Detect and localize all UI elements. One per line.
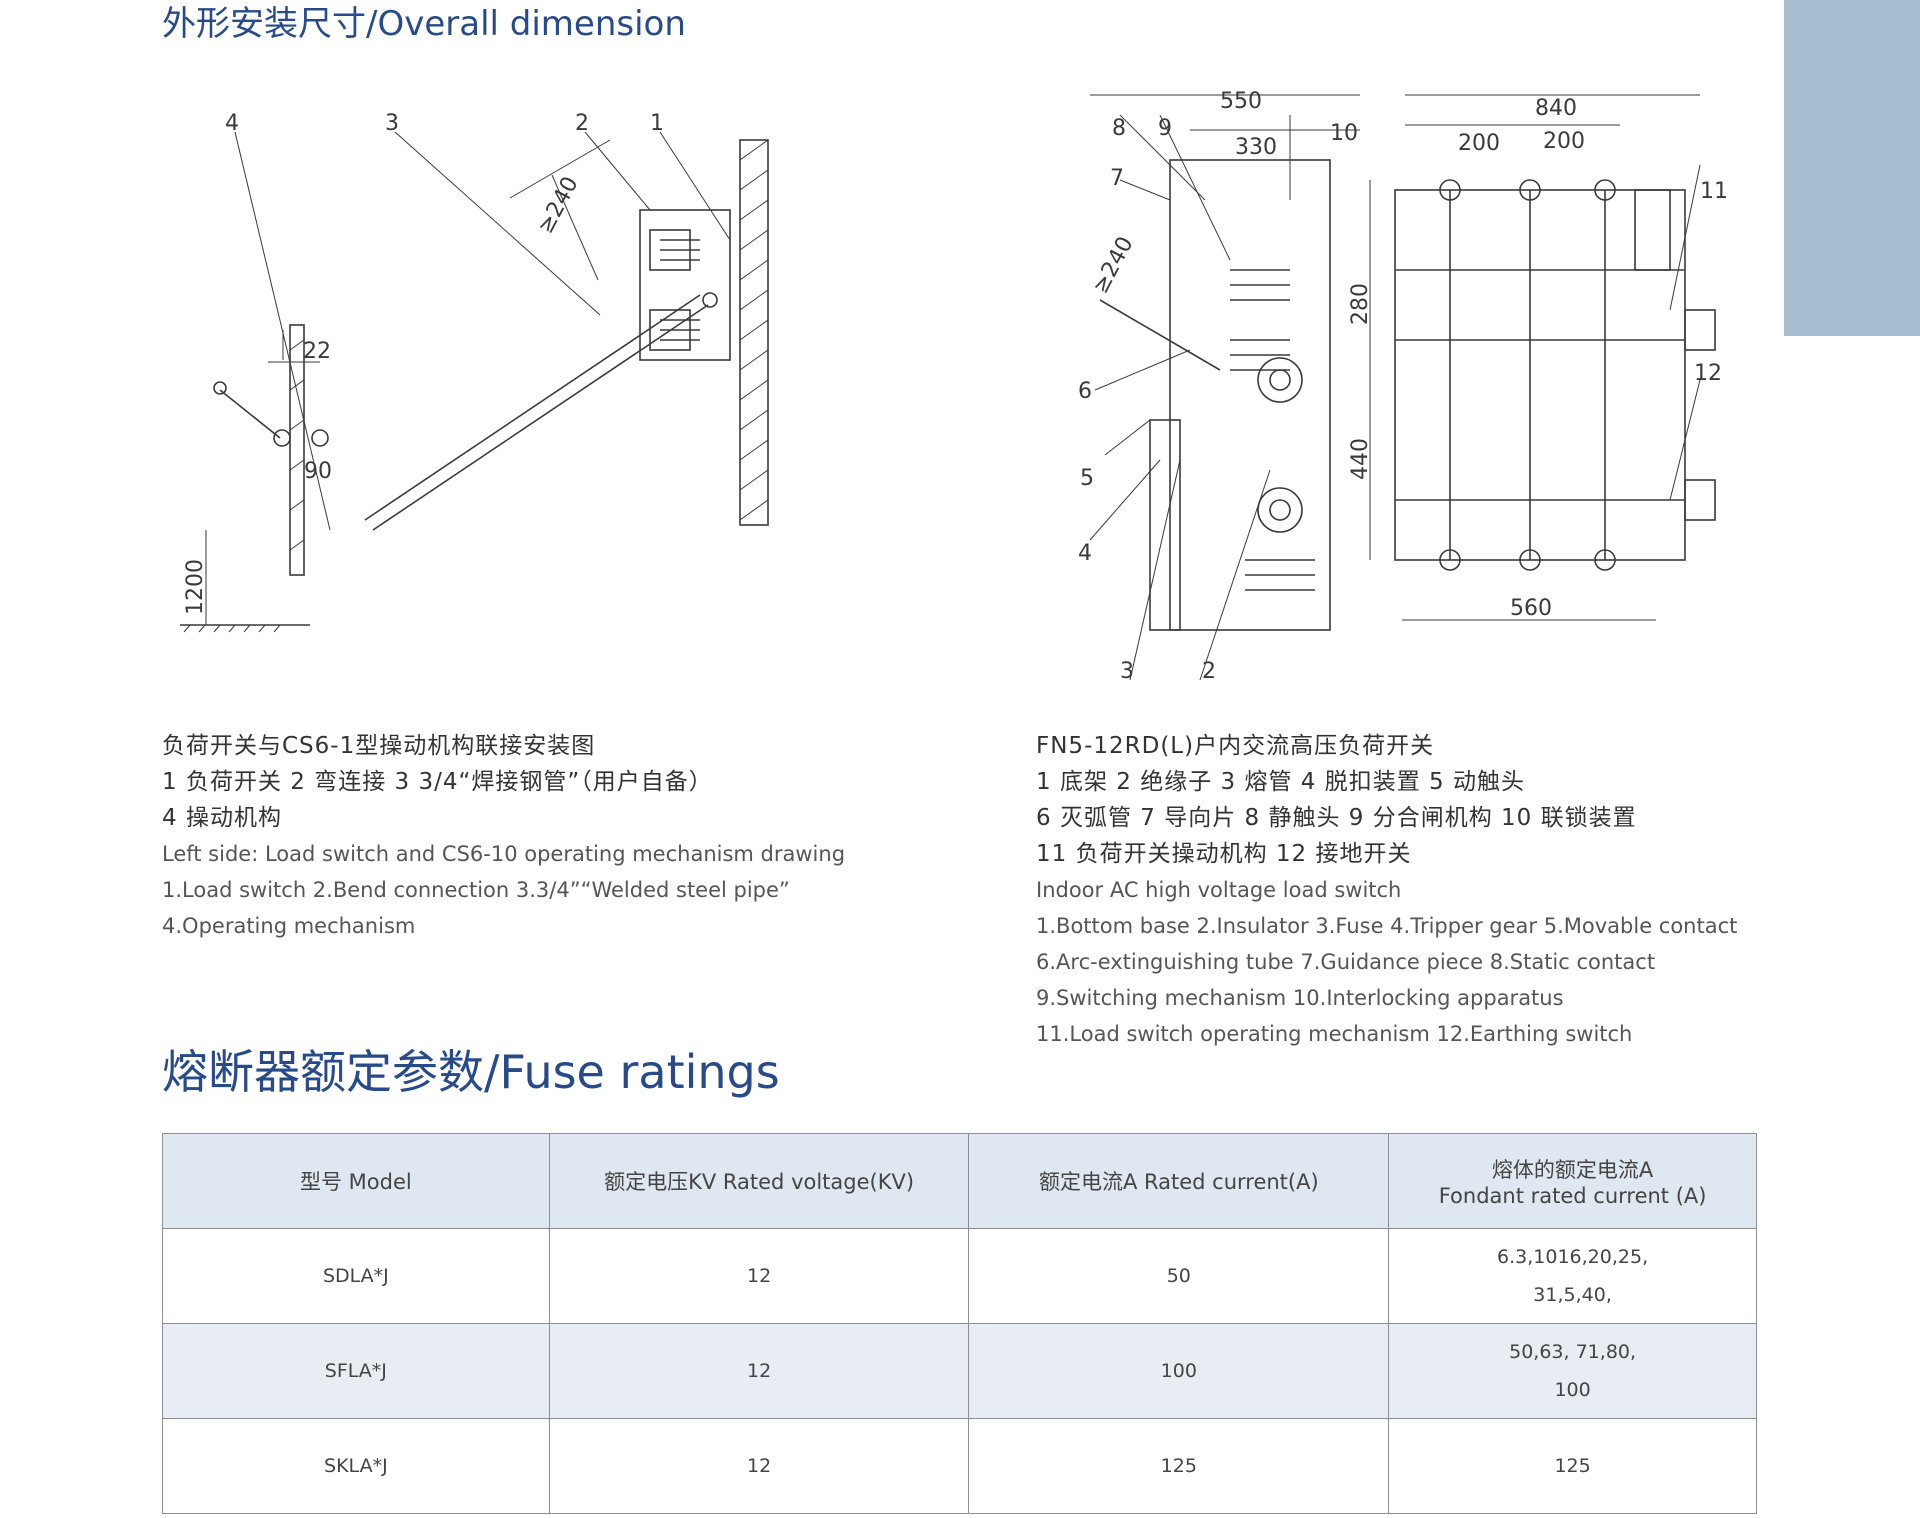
header-model: 型号 Model [162,1133,550,1229]
fondant-line: 100 [1554,1379,1591,1401]
right-diagram-caption: FN5-12RD(L)户内交流高压负荷开关 1 底架 2 绝缘子 3 熔管 4 … [1036,728,1737,1052]
corner-accent-tab [1784,0,1920,336]
load-switch-installation-diagram: 4 3 2 1 ≥240 22 90 1200 [180,100,800,660]
fuse-ratings-table: 型号 Model 额定电压KV Rated voltage(KV) 额定电流A … [162,1133,1757,1514]
caption-line: 1 底架 2 绝缘子 3 熔管 4 脱扣装置 5 动触头 [1036,769,1525,795]
caption-line: 11.Load switch operating mechanism 12.Ea… [1036,1022,1633,1046]
header-fondant-en: Fondant rated current (A) [1438,1184,1707,1208]
cell-voltage: 12 [548,1323,970,1419]
right-part-number: 2 [1202,659,1216,684]
caption-line: 9.Switching mechanism 10.Interlocking ap… [1036,986,1564,1010]
caption-line: 负荷开关与CS6-1型操动机构联接安装图 [162,733,596,759]
header-fondant-cn: 熔体的额定电流A [1491,1158,1654,1182]
right-part-number: 7 [1110,166,1124,191]
header-current: 额定电流A Rated current(A) [968,1133,1390,1229]
table-header-row: 型号 Model 额定电压KV Rated voltage(KV) 额定电流A … [162,1133,1757,1229]
right-part-number: 10 [1330,121,1358,146]
right-part-number: 3 [1120,659,1134,684]
caption-line: 6.Arc-extinguishing tube 7.Guidance piec… [1036,950,1656,974]
right-part-number: 8 [1112,116,1126,141]
left-part-number: 2 [575,111,589,136]
cell-fondant: 6.3,1016,20,25, 31,5,40, [1388,1228,1757,1324]
cell-voltage: 12 [548,1228,970,1324]
caption-line: 11 负荷开关操动机构 12 接地开关 [1036,841,1412,867]
caption-line: 1 负荷开关 2 弯连接 3 3/4“焊接钢管”（用户自备） [162,769,713,795]
table-row: SDLA*J 12 50 6.3,1016,20,25, 31,5,40, [162,1228,1757,1324]
cell-current: 50 [968,1228,1390,1324]
cell-model: SKLA*J [162,1418,550,1514]
left-part-number: 1 [650,111,664,136]
fn5-load-switch-diagram: 8 9 10 7 6 5 4 3 2 11 12 550 330 840 200… [1030,80,1740,700]
left-dimension: 90 [304,459,332,484]
left-dimension: ≥240 [533,173,583,238]
fondant-line: 125 [1554,1455,1591,1477]
fondant-line: 50,63, 71,80, [1509,1341,1637,1363]
caption-line: 1.Bottom base 2.Insulator 3.Fuse 4.Tripp… [1036,914,1738,938]
caption-line: FN5-12RD(L)户内交流高压负荷开关 [1036,733,1435,759]
right-part-number: 5 [1080,466,1094,491]
left-dimension: 22 [303,339,331,364]
right-dimension: 560 [1510,596,1552,621]
header-fondant: 熔体的额定电流A Fondant rated current (A) [1388,1133,1757,1229]
cell-voltage: 12 [548,1418,970,1514]
header-voltage: 额定电压KV Rated voltage(KV) [548,1133,970,1229]
left-part-number: 4 [225,111,239,136]
cell-fondant: 125 [1388,1418,1757,1514]
left-diagram-caption: 负荷开关与CS6-1型操动机构联接安装图 1 负荷开关 2 弯连接 3 3/4“… [162,728,845,944]
left-dimension: 1200 [183,559,208,615]
table-row: SFLA*J 12 100 50,63, 71,80, 100 [162,1323,1757,1419]
caption-line: 1.Load switch 2.Bend connection 3.3/4”“W… [162,878,790,902]
right-dimension: ≥240 [1088,233,1138,298]
table-row: SKLA*J 12 125 125 [162,1418,1757,1514]
caption-line: Indoor AC high voltage load switch [1036,878,1402,902]
caption-line: 4 操动机构 [162,805,282,831]
right-dimension: 840 [1535,96,1577,121]
fondant-line: 6.3,1016,20,25, [1497,1246,1649,1268]
cell-current: 125 [968,1418,1390,1514]
right-part-number: 12 [1694,361,1722,386]
caption-line: Left side: Load switch and CS6-10 operat… [162,842,846,866]
cell-model: SDLA*J [162,1228,550,1324]
cell-model: SFLA*J [162,1323,550,1419]
overall-dimension-title: 外形安装尺寸/Overall dimension [162,4,686,44]
right-dimension: 550 [1220,89,1262,114]
fondant-line: 31,5,40, [1533,1284,1612,1306]
right-dimension: 280 [1348,283,1373,325]
right-part-number: 6 [1078,379,1092,404]
cell-current: 100 [968,1323,1390,1419]
left-part-number: 3 [385,111,399,136]
right-part-number: 11 [1700,179,1728,204]
right-dimension: 330 [1235,135,1277,160]
right-dimension: 200 [1543,129,1585,154]
caption-line: 4.Operating mechanism [162,914,416,938]
right-part-number: 4 [1078,541,1092,566]
right-dimension: 200 [1458,131,1500,156]
right-dimension: 440 [1348,438,1373,480]
right-part-number: 9 [1158,116,1172,141]
cell-fondant: 50,63, 71,80, 100 [1388,1323,1757,1419]
caption-line: 6 灭弧管 7 导向片 8 静触头 9 分合闸机构 10 联锁装置 [1036,805,1637,831]
fuse-ratings-title: 熔断器额定参数/Fuse ratings [162,1045,780,1099]
